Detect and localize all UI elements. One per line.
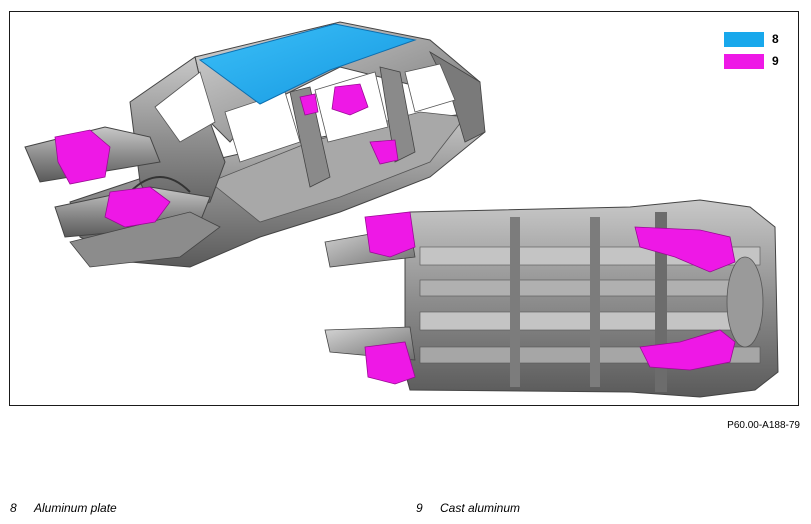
legend-swatch xyxy=(724,53,764,69)
legend: 8 9 xyxy=(724,30,782,74)
caption-number: 9 xyxy=(416,501,423,515)
underbody-rear-node-lower xyxy=(639,329,736,371)
caption-text: Cast aluminum xyxy=(440,501,521,515)
caption-text: Aluminum plate xyxy=(34,501,117,515)
underbody-front-node-upper xyxy=(364,211,416,258)
front-strut-tower-left xyxy=(54,129,111,185)
underbody-bottom-view xyxy=(324,199,779,398)
figure-frame: 8 9 xyxy=(9,11,799,406)
caption-cast-aluminum: 9 Cast aluminum xyxy=(416,501,520,515)
front-strut-tower-right xyxy=(104,186,171,228)
underbody-front-node-lower xyxy=(364,341,416,385)
caption-aluminum-plate: 8 Aluminum plate xyxy=(10,501,117,515)
rear-cast-node-lower xyxy=(369,139,399,165)
caption-number: 8 xyxy=(10,501,17,515)
body-structure-3d-view xyxy=(24,21,779,398)
legend-item-aluminum-plate: 8 xyxy=(724,30,782,48)
body-in-white-upper xyxy=(24,21,486,268)
legend-number: 9 xyxy=(772,54,779,68)
figure-id: P60.00-A188-79 xyxy=(727,420,800,431)
cast-node-small xyxy=(299,93,319,116)
underbody-rear-node-upper xyxy=(634,226,736,273)
legend-number: 8 xyxy=(772,32,779,46)
legend-swatch xyxy=(724,31,764,47)
legend-item-cast-aluminum: 9 xyxy=(724,52,782,70)
rear-cast-node-upper xyxy=(331,83,369,116)
roof-aluminum-plate xyxy=(198,23,417,105)
